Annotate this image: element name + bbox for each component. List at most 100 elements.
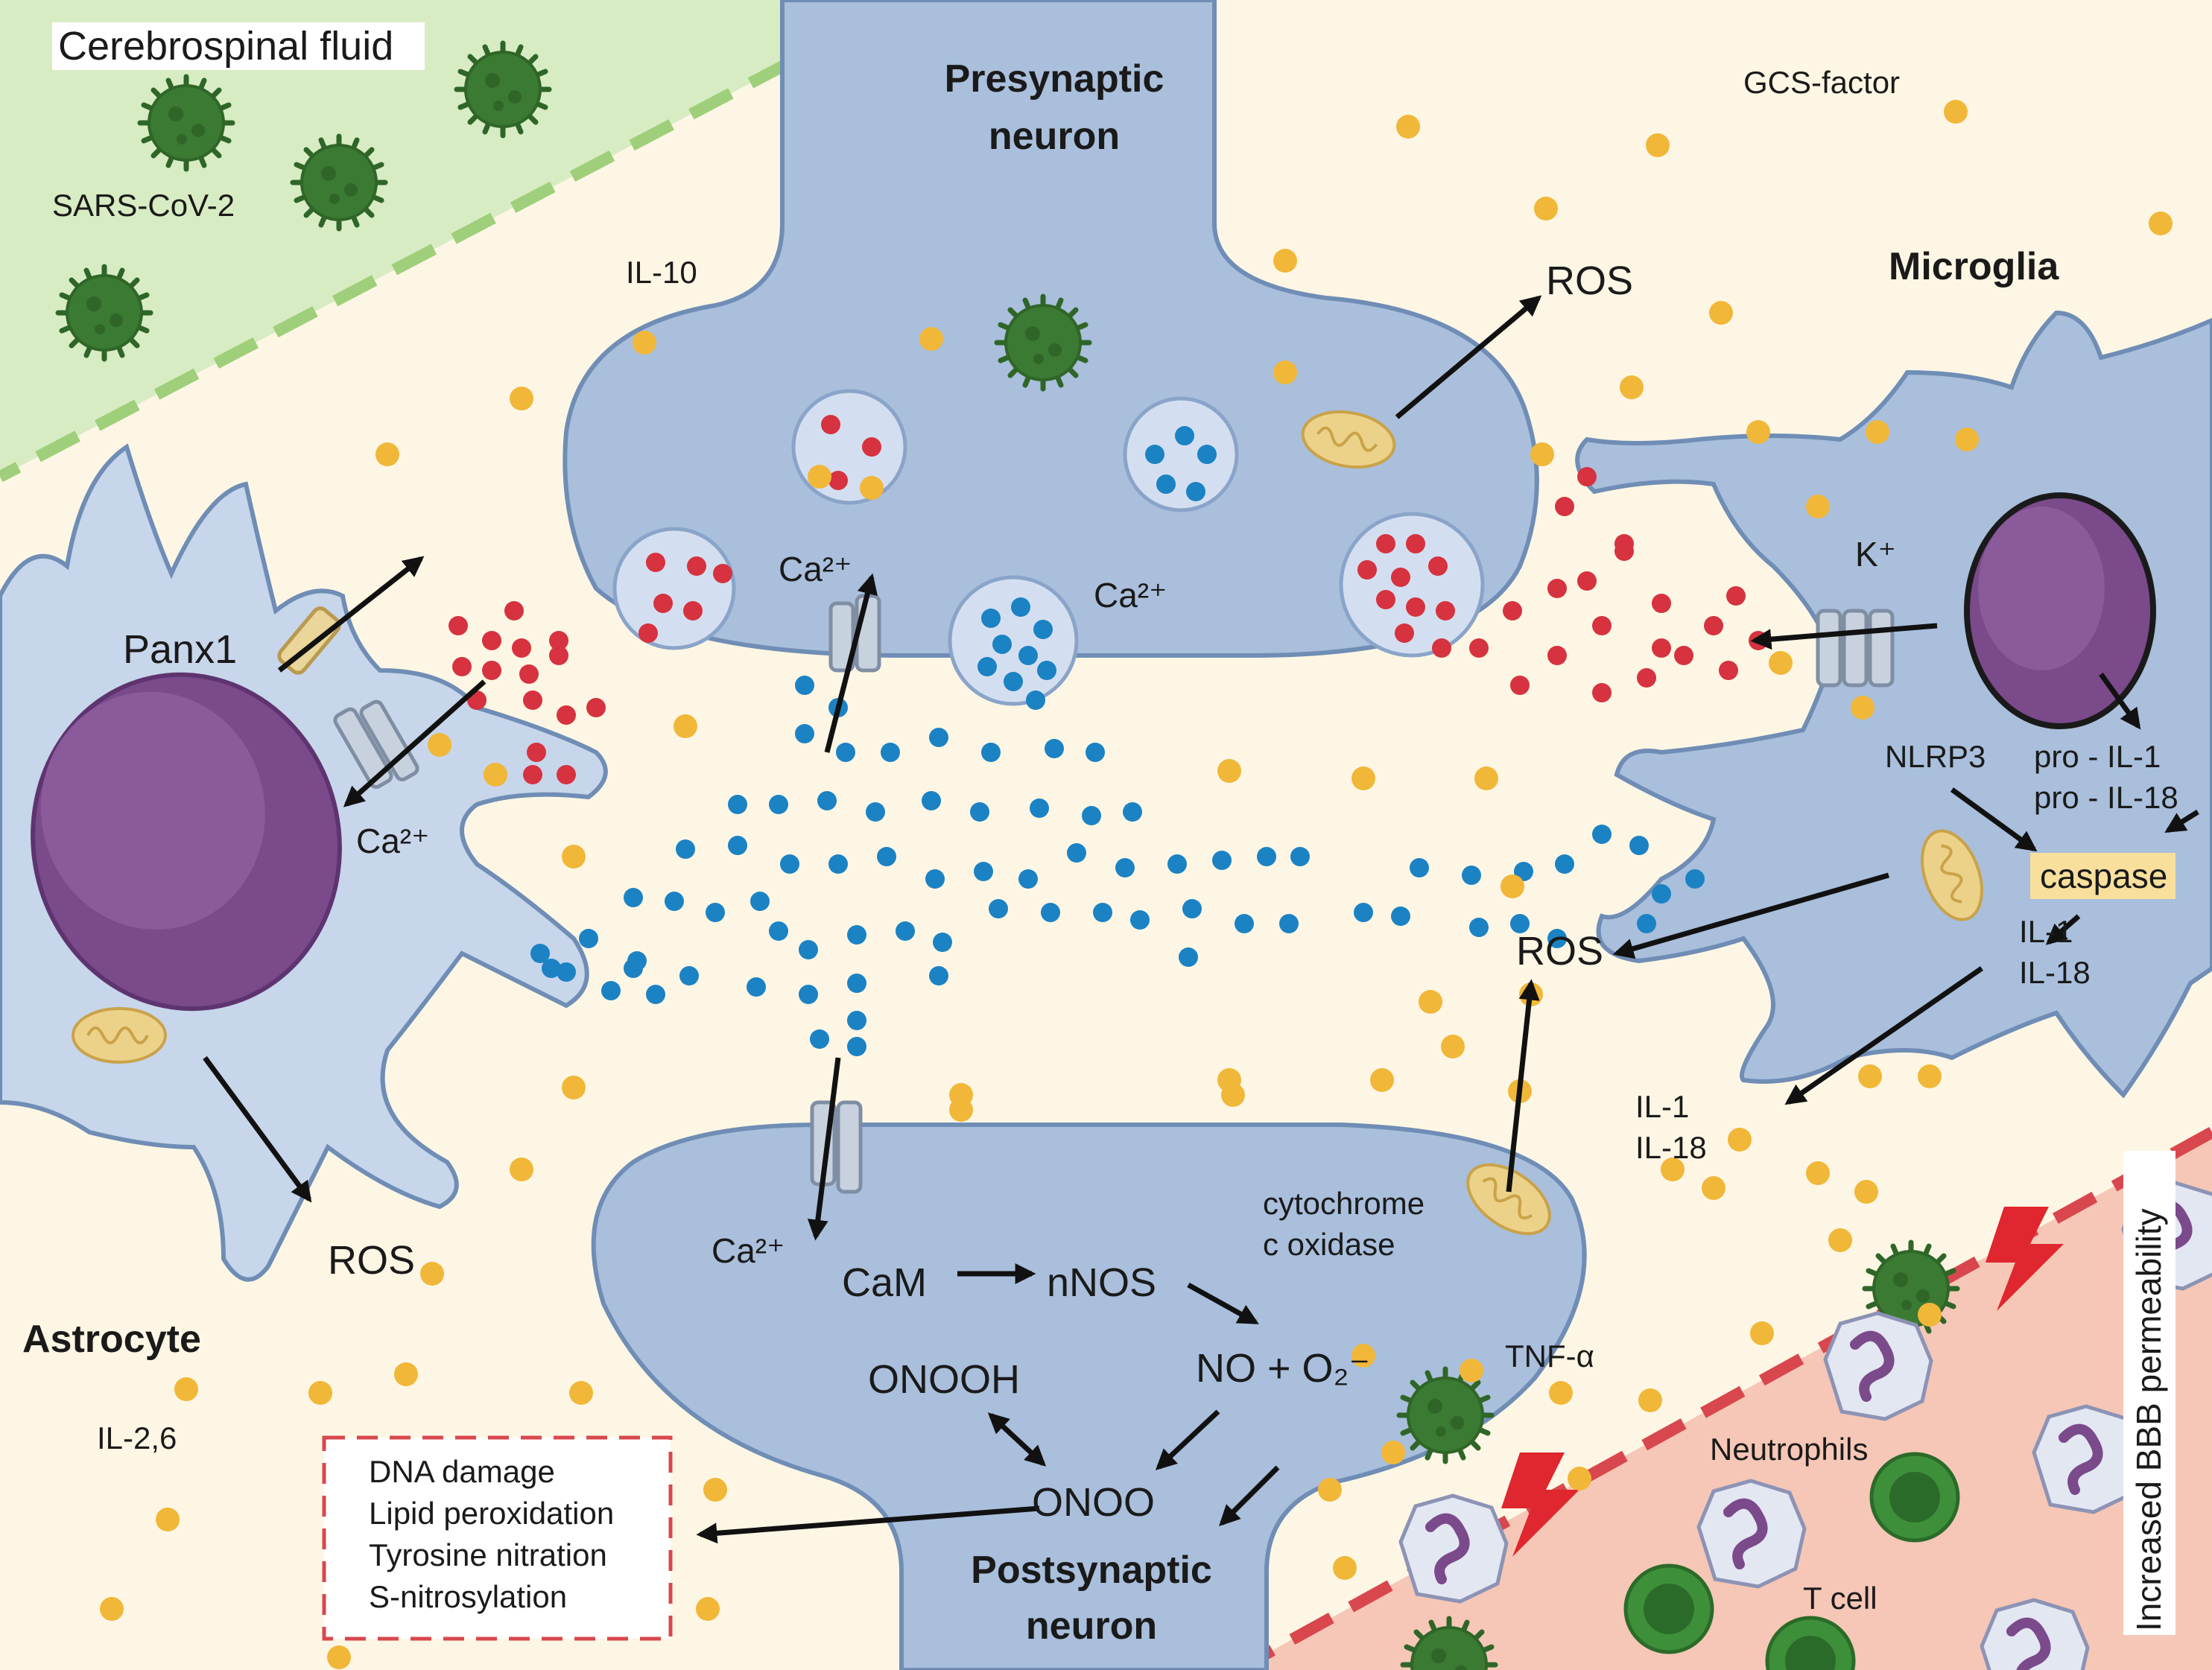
- calcium-dot: [624, 888, 643, 907]
- calcium-dot: [1030, 799, 1049, 818]
- cytokine-dot: [2149, 212, 2173, 235]
- arrows: [203, 295, 2199, 1544]
- arrow: [1784, 966, 1983, 1105]
- calcium-dot: [769, 921, 788, 941]
- calcium-dot: [799, 985, 818, 1004]
- glutamate-dot: [1652, 594, 1671, 613]
- neutrophil-icon: [1982, 1600, 2088, 1670]
- calcium-dot: [1685, 869, 1705, 889]
- cytokine-dot: [1702, 1176, 1725, 1200]
- glutamate-dot: [683, 601, 703, 620]
- glutamate-dot: [527, 743, 546, 762]
- arrow: [2099, 672, 2141, 730]
- arrow: [824, 573, 878, 753]
- glutamate-dot: [1395, 623, 1414, 643]
- cytokine-dot: [1854, 1180, 1878, 1204]
- vesicle-glutamate: [612, 527, 736, 650]
- channel-icon: [836, 1100, 863, 1194]
- virus-icon: [58, 267, 150, 359]
- calcium-dot: [530, 944, 550, 963]
- channel-icon: [828, 601, 855, 673]
- glutamate-dot: [1503, 601, 1522, 620]
- virus-icon: [997, 296, 1089, 389]
- cytokine-dot: [1620, 375, 1644, 399]
- calcium-dot: [929, 728, 948, 747]
- cytokine-dot: [703, 1478, 727, 1502]
- calcium-dot: [1592, 825, 1612, 844]
- calcium-dot: [1410, 858, 1429, 877]
- glutamate-dot: [821, 415, 840, 434]
- glutamate-dot: [646, 553, 665, 572]
- calcium-dot: [847, 1037, 866, 1056]
- glutamate-dot: [549, 631, 568, 650]
- calcium-dot: [1145, 445, 1164, 464]
- glutamate-dot: [828, 471, 848, 490]
- arrow: [1506, 979, 1540, 1193]
- calcium-dot: [795, 724, 814, 743]
- il1-out-label: IL-1: [1635, 1089, 1689, 1124]
- calcium-dot: [836, 743, 855, 762]
- cytokine-dot: [1530, 442, 1554, 466]
- vesicle-calcium: [1123, 396, 1239, 512]
- arrow: [277, 556, 425, 673]
- cytokine-dot: [1746, 420, 1770, 444]
- bbb-label-bg: [2123, 1151, 2175, 1635]
- cytokine-dot: [1351, 766, 1375, 790]
- calcium-dot: [665, 892, 684, 911]
- cytokine-dot: [100, 1597, 124, 1621]
- virus-icon: [140, 77, 232, 169]
- t-cell-icon: [1626, 1566, 1712, 1652]
- arrow: [2164, 810, 2199, 833]
- glutamate-dot: [1577, 467, 1597, 486]
- effect-item: Tyrosine nitration: [369, 1537, 607, 1572]
- neutrophils-label: Neutrophils: [1710, 1432, 1868, 1467]
- neutrophil-icon: [1699, 1481, 1804, 1587]
- cytokine-dot: [1273, 249, 1297, 273]
- calcium-dot: [1555, 854, 1574, 874]
- vesicle-glutamate: [791, 389, 907, 505]
- calcium-dot: [877, 847, 896, 866]
- glutamate-dot: [1726, 586, 1746, 606]
- glutamate-dot: [482, 631, 501, 650]
- glutamate-dot: [557, 705, 576, 725]
- il1-in-label: IL-1: [2019, 914, 2073, 949]
- calcium-dot: [1045, 739, 1064, 758]
- cytokine-dot: [1851, 696, 1875, 720]
- calcium-dot: [1629, 836, 1649, 855]
- calcium-dot: [1037, 661, 1056, 680]
- glutamate-dot: [1547, 646, 1567, 665]
- cytokine-dot: [156, 1508, 180, 1531]
- glutamate-dot: [452, 657, 472, 676]
- astrocyte-nucleus-highlight: [40, 691, 265, 930]
- ca-post-label: Ca²⁺: [712, 1231, 785, 1270]
- effect-item: Lipid peroxidation: [369, 1496, 614, 1531]
- cytokine-dot: [1549, 1381, 1573, 1405]
- virus-icon: [1399, 1369, 1492, 1461]
- glutamate-dot: [1637, 668, 1656, 688]
- il18-in-label: IL-18: [2019, 955, 2091, 990]
- calcium-dot: [1082, 806, 1101, 825]
- effect-item: DNA damage: [369, 1454, 555, 1489]
- channel-icon: [1842, 609, 1869, 688]
- gcs-label: GCS-factor: [1743, 65, 1900, 100]
- calcium-dot: [974, 862, 993, 881]
- cam-label: CaM: [842, 1260, 927, 1305]
- cytokine-dot: [1500, 874, 1524, 898]
- calcium-dot: [542, 959, 561, 978]
- ros-top-label: ROS: [1546, 258, 1633, 303]
- ca-pre2-label: Ca²⁺: [1094, 576, 1167, 615]
- cytokine-dot: [1273, 361, 1297, 384]
- calcium-dot: [881, 743, 900, 762]
- calcium-dot: [866, 802, 885, 822]
- cytokine-dot: [1370, 1068, 1394, 1092]
- cytokine-dot: [1318, 1478, 1342, 1502]
- calcium-dot: [896, 921, 915, 941]
- cytokine-dot: [562, 1076, 586, 1099]
- cytokine-dot: [1568, 1467, 1591, 1490]
- calcium-dot: [1186, 482, 1205, 501]
- calcium-dot: [847, 974, 866, 993]
- cytochrome-label-2: c oxidase: [1263, 1227, 1395, 1262]
- calcium-dot: [1011, 597, 1030, 617]
- ros-mid-label: ROS: [1516, 929, 1603, 974]
- calcium-dot: [981, 609, 1001, 628]
